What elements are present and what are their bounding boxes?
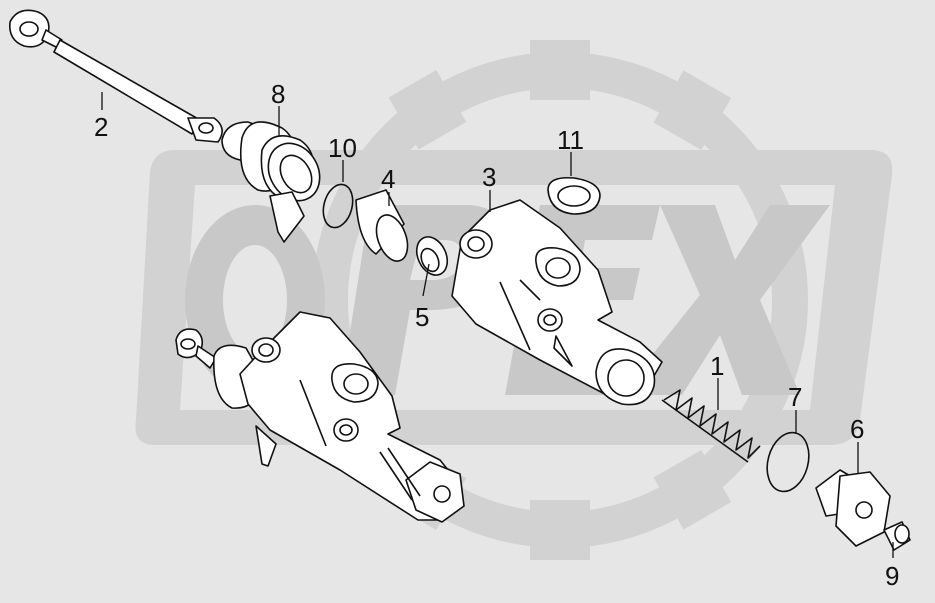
callout-2: 2	[94, 112, 108, 142]
piston-part	[355, 189, 409, 262]
assembled-cylinder	[175, 311, 465, 523]
callout-11: 11	[557, 125, 584, 155]
callout-3: 3	[482, 162, 496, 192]
callout-10: 10	[328, 133, 357, 163]
snap-ring-part	[322, 183, 354, 229]
leader-5	[422, 263, 430, 297]
callout-labels: 2 8 10 4 3 11 5 1 7 6 9	[94, 79, 899, 591]
callout-1: 1	[710, 351, 724, 381]
callout-9: 9	[885, 561, 899, 591]
watermark-banner	[135, 150, 893, 445]
rubber-boot-part	[221, 121, 321, 243]
callout-5: 5	[415, 302, 429, 332]
callout-4: 4	[381, 164, 395, 194]
end-plug-part	[815, 469, 891, 547]
fitting-part	[883, 521, 911, 551]
callout-8: 8	[271, 79, 285, 109]
callout-6: 6	[850, 414, 864, 444]
callout-7: 7	[788, 382, 802, 412]
cup-seal-part	[415, 236, 449, 276]
cylinder-body-part	[451, 199, 663, 406]
push-rod-part	[8, 9, 223, 143]
leader-lines	[101, 92, 894, 558]
grommet-part	[547, 176, 601, 215]
spring-part	[661, 389, 761, 463]
